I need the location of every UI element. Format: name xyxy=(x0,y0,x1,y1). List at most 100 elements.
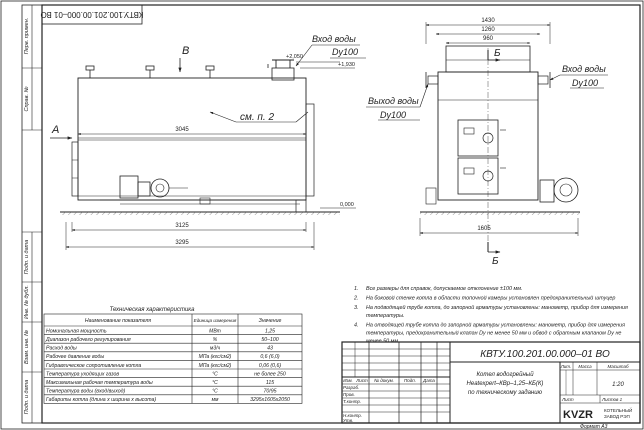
view-label-A: А xyxy=(51,124,59,136)
note-line: температуры. xyxy=(366,313,405,319)
side-label-1: Справ. № xyxy=(24,86,30,111)
role-0: Разраб. xyxy=(343,385,359,390)
role-4: Н.контр. xyxy=(343,413,362,418)
hdr-list: Лист xyxy=(355,378,368,383)
top-stamp: КВТУ.100.201.00.000–01 ВО xyxy=(40,4,144,25)
tech-row-value: 3295х1605х2050 xyxy=(250,397,290,403)
tech-row-unit: °С xyxy=(212,380,218,386)
section-B-bottom: Б xyxy=(492,256,499,267)
dim-3045: 3045 xyxy=(175,127,189,133)
side-label-2: Подп. и дата xyxy=(24,240,30,274)
hdr-izm: Изм. xyxy=(343,378,353,383)
tech-row-unit: °С xyxy=(212,389,218,395)
tech-row-name: Максимальная рабочая температура воды xyxy=(46,380,153,386)
note-number: 2. xyxy=(353,296,359,302)
tech-row-unit: МПа (кгс/см2) xyxy=(199,363,232,369)
dim-3125: 3125 xyxy=(175,223,189,229)
outlet-dn: Dy100 xyxy=(380,110,406,120)
side-label-5: Подп. и дата xyxy=(24,380,30,414)
tech-header-unit: Единица измерения xyxy=(194,318,237,323)
tech-row-value: 70/95 xyxy=(264,389,277,395)
note-line: На подводящей трубе котла, до запорной а… xyxy=(366,304,628,311)
note-number: 3. xyxy=(354,305,359,311)
tech-characteristics-table: Техническая характеристика Наименование … xyxy=(43,307,303,404)
format-label: Формат А3 xyxy=(580,424,608,430)
role-2: Т.контр. xyxy=(343,399,361,404)
dim-1430: 1430 xyxy=(481,18,495,24)
tech-row-unit: м3/ч xyxy=(210,346,221,352)
note-line: На отводящей трубе котла до запорной арм… xyxy=(366,322,625,329)
section-B-top: Б xyxy=(494,48,501,59)
logo-text: KVZR xyxy=(563,409,593,421)
title-name-2: Heatexpert–КВр–1,25–КБ(К) xyxy=(467,381,544,387)
tech-title: Техническая характеристика xyxy=(110,307,196,313)
note-line: На боковой стенке котла в области топочн… xyxy=(366,295,615,302)
tech-row-name: Диапазон рабочего регулирования xyxy=(45,337,131,343)
title-block: КВТУ.100.201.00.000–01 ВО Котел водогрей… xyxy=(341,341,641,430)
sheets-label: Листов 1 xyxy=(601,397,623,402)
scale-header: Масштаб xyxy=(607,364,628,369)
role-1: Пров. xyxy=(343,392,355,397)
tech-row-unit: °С xyxy=(212,371,218,377)
elev-zero: 0,000 xyxy=(340,202,354,208)
tech-row-name: Номинальная мощность xyxy=(46,328,107,334)
left-side-strip: Перв. примен. Справ. № Подп. и дата Инв.… xyxy=(21,4,43,424)
hdr-podp: Подп. xyxy=(404,378,416,383)
tech-row-value: 43 xyxy=(267,346,273,352)
dim-3295: 3295 xyxy=(175,240,189,246)
title-name-1: Котел водогрейный xyxy=(476,371,534,378)
dim-1260: 1260 xyxy=(481,27,495,33)
side-label-0: Перв. примен. xyxy=(24,18,30,55)
side-label-3: Инв. № дубл. xyxy=(24,285,30,319)
sheet-label: Лист xyxy=(561,397,574,402)
tech-header-name: Наименование показателя xyxy=(85,318,151,324)
front-inlet-label: Вход воды xyxy=(562,64,606,74)
tech-row-value: 0,6 (6,0) xyxy=(260,354,280,360)
tech-row-value: 0,06 (0,6) xyxy=(259,363,281,369)
tech-row-value: не более 250 xyxy=(254,371,286,377)
scale-value: 1:20 xyxy=(612,382,624,388)
tech-row-unit: % xyxy=(213,337,218,343)
view-label-B: В xyxy=(182,45,189,57)
tech-row-name: Температура воды (вход/выход) xyxy=(46,389,125,395)
role-5: Утв. xyxy=(343,418,353,423)
front-inlet-dn: Dy100 xyxy=(572,78,598,88)
boiler-front-view xyxy=(420,45,580,250)
dim-960: 960 xyxy=(483,36,494,42)
note-number: 4. xyxy=(354,323,359,329)
tech-row-name: Габариты котла (длина х ширина х высота) xyxy=(46,397,156,403)
note-line: температуры, предохранительный клапан Dy… xyxy=(366,330,621,337)
dim-1605: 1605 xyxy=(477,226,491,232)
company-line-2: ЗАВОД РЭП xyxy=(604,414,630,419)
company-line-1: КОТЕЛЬНЫЙ xyxy=(604,406,632,413)
tech-row-name: Расход воды xyxy=(46,346,77,352)
notes-block: 1. Все размеры для справок, допускаемое о… xyxy=(353,286,628,345)
tech-row-unit: МПа (кгс/см2) xyxy=(199,354,232,360)
elev-inlet: +1,930 xyxy=(338,62,355,68)
side-label-4: Взам. инв. № xyxy=(24,330,30,364)
side-inlet-label: Вход воды xyxy=(312,34,356,44)
top-stamp-text: КВТУ.100.201.00.000–01 ВО xyxy=(40,10,143,19)
tech-row-unit: мм xyxy=(212,397,219,403)
tech-row-value: 50–100 xyxy=(261,337,278,343)
hdr-doc: № докум. xyxy=(374,378,394,383)
side-inlet-dn: Dy100 xyxy=(332,47,358,57)
tech-header-value: Значение xyxy=(259,318,282,324)
tech-row-unit: МВт xyxy=(209,328,221,334)
note-number: 1. xyxy=(354,286,359,292)
kvzr-logo: KVZR КОТЕЛЬНЫЙ ЗАВОД РЭП xyxy=(563,406,632,421)
tech-row-name: Температура уходящих газов xyxy=(46,371,119,377)
side-view-annotations: В А +2,050 +1,930 Вход воды Dy100 см. п.… xyxy=(50,34,366,250)
front-view-annotations: 1430 1260 960 Б Б Выход воды Dy100 Вход … xyxy=(366,18,608,267)
boiler-side-view xyxy=(60,59,340,215)
note-line: Все размеры для справок, допускаемое отк… xyxy=(366,286,522,292)
tech-row-name: Рабочее давление воды xyxy=(46,354,104,360)
note-callout: см. п. 2 xyxy=(240,112,274,123)
outlet-label: Выход воды xyxy=(368,96,419,106)
title-name-3: по техническому заданию xyxy=(468,390,543,396)
hdr-date: Дата xyxy=(422,378,435,383)
tech-row-value: 115 xyxy=(266,380,274,386)
mass-header: Масса xyxy=(578,364,592,369)
